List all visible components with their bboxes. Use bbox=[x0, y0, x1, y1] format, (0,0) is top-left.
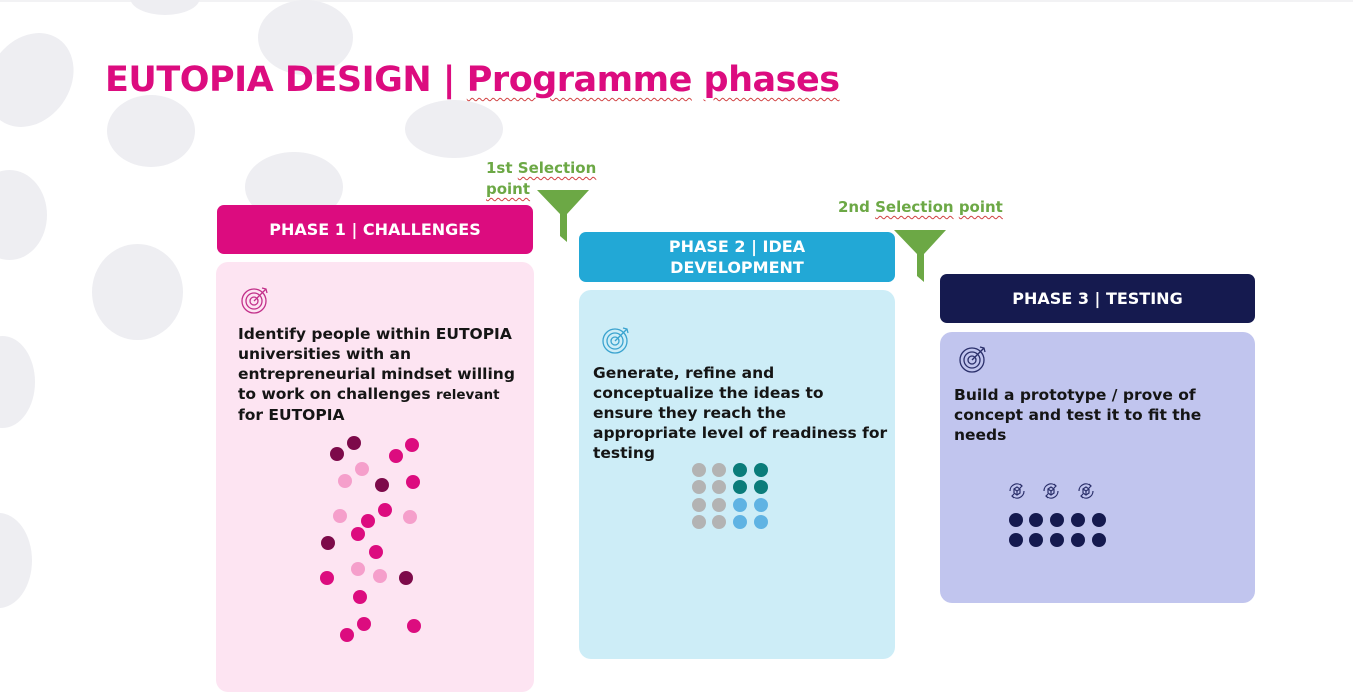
decorative-dot bbox=[692, 463, 706, 477]
background-blob bbox=[130, 0, 200, 15]
decorative-dot bbox=[733, 515, 747, 529]
phase-1-description: Identify people within EUTOPIA universit… bbox=[238, 325, 515, 424]
background-blob bbox=[0, 170, 47, 260]
decorative-dot bbox=[1050, 513, 1064, 527]
decorative-dot bbox=[1050, 533, 1064, 547]
selection-point-1-label: 1st Selection point bbox=[486, 159, 597, 198]
decorative-dot bbox=[405, 438, 419, 452]
decorative-dot bbox=[340, 628, 354, 642]
phase-1-card bbox=[216, 262, 534, 692]
prototype-cycle-icon bbox=[1043, 483, 1059, 499]
decorative-dot bbox=[754, 463, 768, 477]
decorative-dot bbox=[399, 571, 413, 585]
decorative-dot bbox=[1029, 533, 1043, 547]
decorative-dot bbox=[712, 480, 726, 494]
decorative-dot bbox=[754, 480, 768, 494]
decorative-dot bbox=[692, 498, 706, 512]
decorative-dot bbox=[407, 619, 421, 633]
decorative-dot bbox=[355, 462, 369, 476]
background-blob bbox=[107, 95, 195, 167]
target-icon bbox=[602, 327, 629, 354]
phase-3-card bbox=[940, 332, 1255, 603]
decorative-dot bbox=[330, 447, 344, 461]
decorative-dot bbox=[1009, 533, 1023, 547]
decorative-dot bbox=[1092, 513, 1106, 527]
decorative-dot bbox=[712, 498, 726, 512]
funnel-icon bbox=[537, 190, 589, 242]
phase-3-title: PHASE 3 | TESTING bbox=[1012, 289, 1183, 308]
background-blob bbox=[258, 0, 353, 75]
decorative-dot bbox=[733, 480, 747, 494]
decorative-dot bbox=[692, 515, 706, 529]
decorative-dot bbox=[333, 509, 347, 523]
decorative-dot bbox=[692, 480, 706, 494]
phase-3-header: PHASE 3 | TESTING bbox=[940, 274, 1255, 323]
decorative-dot bbox=[375, 478, 389, 492]
decorative-dot bbox=[389, 449, 403, 463]
funnel-icon bbox=[894, 230, 946, 282]
phase-1-title: PHASE 1 | CHALLENGES bbox=[269, 220, 481, 239]
phase-3-description: Build a prototype / prove of concept and… bbox=[954, 386, 1202, 444]
decorative-dot bbox=[403, 510, 417, 524]
decorative-dot bbox=[712, 463, 726, 477]
decorative-dot bbox=[1029, 513, 1043, 527]
target-icon bbox=[959, 346, 986, 373]
decorative-dot bbox=[361, 514, 375, 528]
background-blob bbox=[0, 336, 35, 428]
phase-1-header: PHASE 1 | CHALLENGES bbox=[217, 205, 533, 254]
decorative-dot bbox=[338, 474, 352, 488]
decorative-dot bbox=[406, 475, 420, 489]
decorative-dot bbox=[373, 569, 387, 583]
decorative-dot bbox=[321, 536, 335, 550]
decorative-dot bbox=[353, 590, 367, 604]
decorative-dot bbox=[1009, 513, 1023, 527]
decorative-dot bbox=[351, 527, 365, 541]
selection-point-2-label: 2nd Selection point bbox=[838, 198, 1003, 216]
background-blob bbox=[405, 100, 503, 158]
decorative-dot bbox=[378, 503, 392, 517]
decorative-dot bbox=[1092, 533, 1106, 547]
phase-2-description: Generate, refine and conceptualize the i… bbox=[593, 364, 888, 462]
background-blob bbox=[0, 16, 92, 144]
decorative-dot bbox=[357, 617, 371, 631]
target-icon bbox=[241, 287, 268, 314]
decorative-dot bbox=[1071, 533, 1085, 547]
decorative-dot bbox=[712, 515, 726, 529]
decorative-dot bbox=[1071, 513, 1085, 527]
decorative-dot bbox=[754, 498, 768, 512]
decorative-dot bbox=[351, 562, 365, 576]
decorative-dot bbox=[347, 436, 361, 450]
decorative-dot bbox=[754, 515, 768, 529]
background-blob bbox=[0, 513, 32, 608]
prototype-cycle-icon bbox=[1009, 483, 1025, 499]
decorative-dot bbox=[733, 463, 747, 477]
decorative-dot bbox=[320, 571, 334, 585]
top-border bbox=[0, 0, 1353, 2]
background-blob bbox=[92, 244, 183, 340]
decorative-dot bbox=[733, 498, 747, 512]
page-title: EUTOPIA DESIGN | Programme phases bbox=[105, 60, 840, 100]
prototype-cycle-icon bbox=[1078, 483, 1094, 499]
decorative-dot bbox=[369, 545, 383, 559]
